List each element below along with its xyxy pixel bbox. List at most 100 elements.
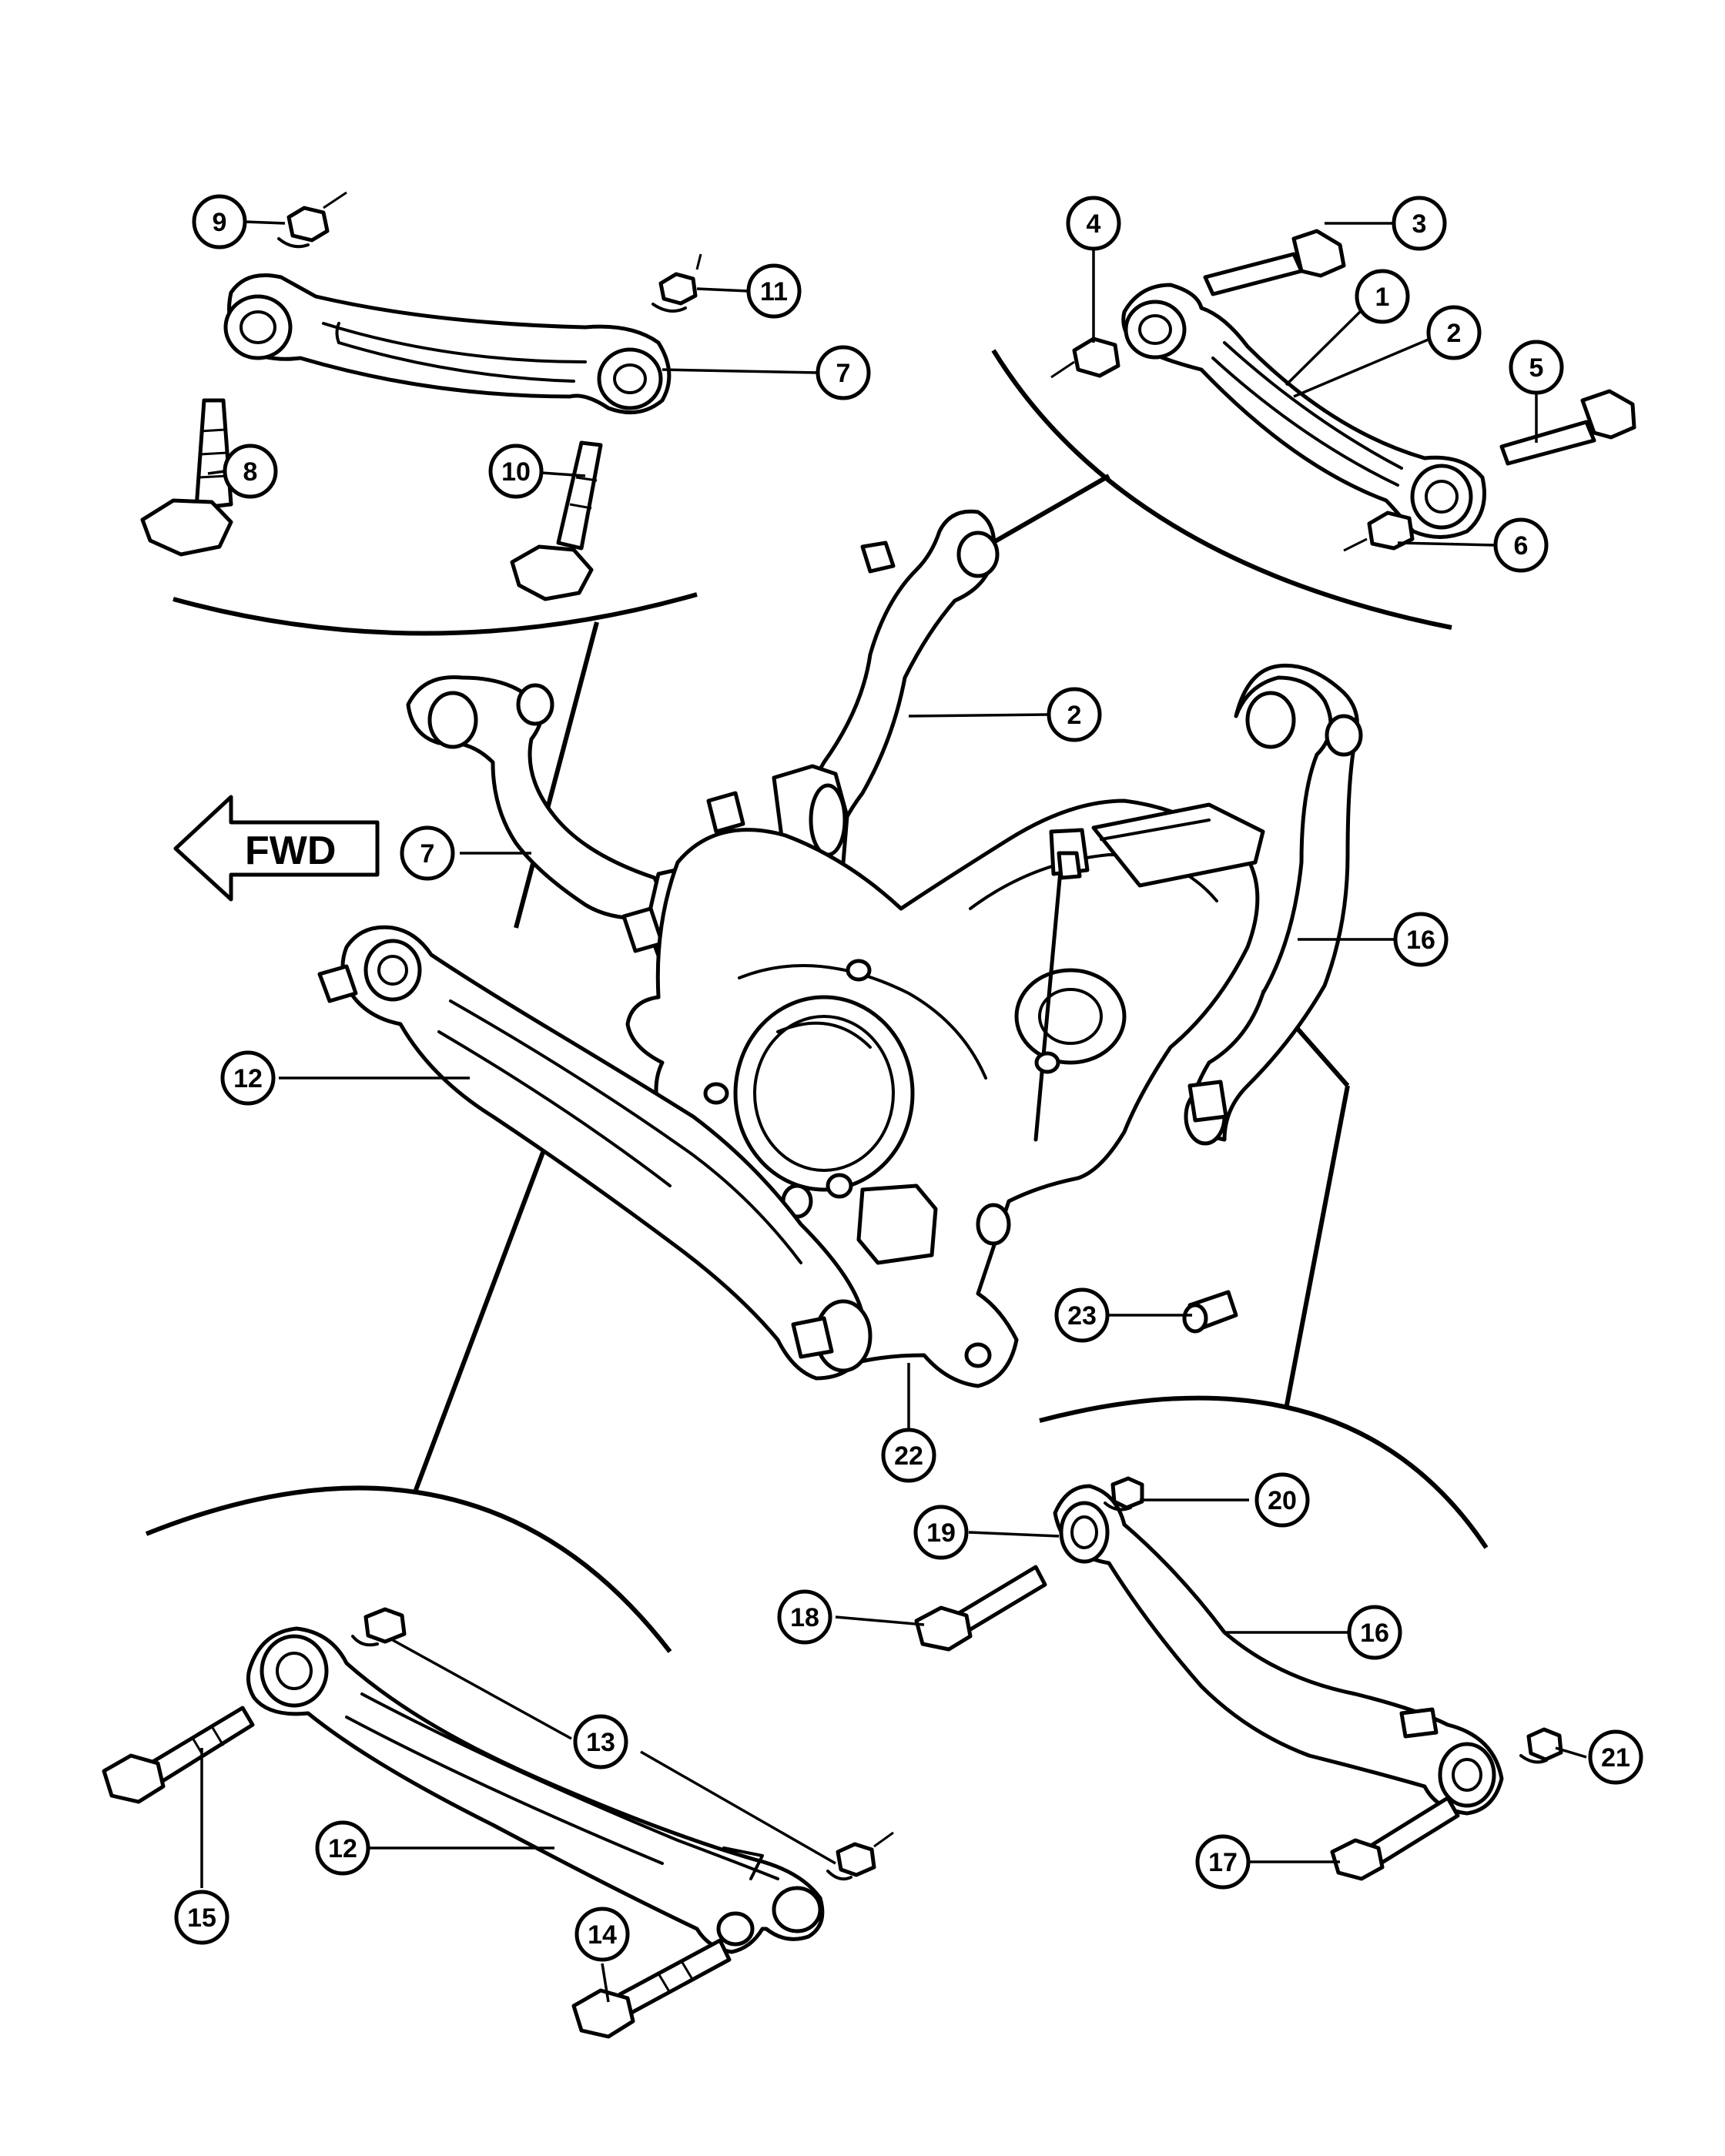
svg-text:2: 2 bbox=[1067, 701, 1082, 730]
callout-9: 9 bbox=[192, 194, 247, 249]
upper-arm-detail-top-left bbox=[223, 273, 672, 415]
leader-9 bbox=[244, 220, 286, 225]
svg-text:17: 17 bbox=[1208, 1848, 1238, 1877]
callout-12-mid: 12 bbox=[220, 1050, 276, 1106]
callout-7-mid: 7 bbox=[400, 825, 455, 881]
bolt-5 bbox=[1499, 389, 1636, 466]
fwd-label: FWD bbox=[245, 829, 336, 873]
detail-arc-top-left bbox=[172, 592, 698, 636]
svg-text:3: 3 bbox=[1412, 209, 1427, 239]
connector-right-upper bbox=[984, 474, 1110, 549]
svg-text:1: 1 bbox=[1375, 283, 1390, 312]
leader-19 bbox=[968, 1531, 1060, 1538]
callout-16-mid: 16 bbox=[1393, 912, 1449, 967]
upper-arm-detail-top-right bbox=[1121, 283, 1486, 539]
connector-left-upper bbox=[514, 621, 599, 929]
callout-6: 6 bbox=[1493, 517, 1549, 573]
svg-text:23: 23 bbox=[1067, 1301, 1097, 1331]
nut-9 bbox=[277, 191, 347, 249]
leader-1 bbox=[1285, 309, 1363, 387]
callout-10: 10 bbox=[488, 444, 544, 499]
svg-text:7: 7 bbox=[420, 839, 435, 869]
svg-text:22: 22 bbox=[894, 1441, 923, 1471]
detail-arc-bottom-left bbox=[145, 1485, 672, 1653]
spring-pin-23 bbox=[1182, 1290, 1238, 1334]
callout-4: 4 bbox=[1066, 196, 1121, 251]
callout-17: 17 bbox=[1195, 1834, 1251, 1890]
svg-text:21: 21 bbox=[1601, 1743, 1630, 1773]
callout-23: 23 bbox=[1054, 1287, 1110, 1343]
nut-6 bbox=[1343, 511, 1415, 552]
bolt-14 bbox=[571, 1938, 732, 2039]
callout-5: 5 bbox=[1509, 340, 1564, 395]
leader-14 bbox=[601, 1963, 610, 2003]
callout-15: 15 bbox=[174, 1890, 229, 1945]
detail-arc-bottom-right bbox=[1039, 1395, 1489, 1549]
nut-11 bbox=[651, 253, 702, 313]
svg-text:12: 12 bbox=[328, 1834, 357, 1863]
svg-text:4: 4 bbox=[1087, 209, 1101, 239]
callout-16-bottom: 16 bbox=[1347, 1605, 1402, 1660]
svg-text:5: 5 bbox=[1529, 353, 1544, 383]
washer-20 bbox=[1104, 1476, 1144, 1512]
connector-left-lower bbox=[414, 1130, 553, 1491]
leader-18 bbox=[835, 1615, 925, 1626]
svg-text:15: 15 bbox=[187, 1903, 216, 1933]
fwd-arrow: FWD bbox=[173, 795, 380, 902]
bolt-15 bbox=[102, 1706, 255, 1804]
washer-13-top bbox=[351, 1607, 407, 1647]
svg-text:2: 2 bbox=[1447, 319, 1462, 348]
callout-2-top: 2 bbox=[1426, 305, 1482, 360]
leader-13-bottom bbox=[640, 1750, 836, 1865]
svg-text:12: 12 bbox=[233, 1064, 263, 1093]
svg-text:16: 16 bbox=[1360, 1619, 1389, 1648]
leader-21 bbox=[1555, 1746, 1587, 1759]
callout-20: 20 bbox=[1254, 1472, 1310, 1528]
callout-1: 1 bbox=[1355, 269, 1410, 324]
svg-text:9: 9 bbox=[213, 208, 227, 237]
leader-11 bbox=[696, 287, 749, 293]
svg-text:13: 13 bbox=[586, 1728, 615, 1757]
svg-text:14: 14 bbox=[588, 1920, 617, 1950]
nut-4 bbox=[1050, 336, 1120, 379]
leader-6 bbox=[1397, 541, 1496, 547]
detail-arc-top-right bbox=[991, 349, 1452, 630]
connector-right-lower-b bbox=[1284, 1085, 1350, 1410]
leader-13-top bbox=[392, 1639, 572, 1740]
callout-8: 8 bbox=[223, 444, 278, 499]
callout-11: 11 bbox=[746, 263, 802, 319]
callout-19: 19 bbox=[913, 1505, 969, 1560]
callout-3: 3 bbox=[1392, 196, 1447, 251]
svg-text:16: 16 bbox=[1406, 926, 1435, 955]
callout-14: 14 bbox=[574, 1907, 630, 1962]
callout-18: 18 bbox=[777, 1589, 832, 1645]
bolt-10 bbox=[510, 440, 603, 601]
callout-22: 22 bbox=[881, 1428, 936, 1483]
bolt-8 bbox=[140, 398, 233, 557]
svg-text:18: 18 bbox=[790, 1603, 819, 1632]
callout-7-top: 7 bbox=[816, 345, 871, 400]
svg-text:19: 19 bbox=[926, 1518, 956, 1548]
leader-8 bbox=[207, 470, 226, 475]
callout-2-mid: 2 bbox=[1047, 687, 1102, 742]
svg-text:10: 10 bbox=[501, 457, 531, 487]
bolt-3 bbox=[1203, 229, 1346, 296]
upper-arm-detail-bottom-right bbox=[1053, 1484, 1504, 1816]
svg-text:7: 7 bbox=[836, 359, 851, 388]
svg-text:20: 20 bbox=[1268, 1486, 1297, 1515]
svg-text:6: 6 bbox=[1514, 531, 1529, 561]
bolt-18 bbox=[914, 1565, 1047, 1652]
leader-2a bbox=[1293, 337, 1431, 398]
callout-13: 13 bbox=[573, 1714, 628, 1769]
svg-text:11: 11 bbox=[760, 277, 788, 306]
leader-7a bbox=[662, 368, 819, 374]
central-assembly bbox=[317, 509, 1363, 1388]
bolt-17 bbox=[1330, 1796, 1460, 1881]
callout-21: 21 bbox=[1588, 1729, 1643, 1785]
lower-arm-detail-bottom-left bbox=[246, 1626, 825, 1954]
leader-2b bbox=[908, 713, 1050, 718]
nut-13-bottom bbox=[826, 1831, 894, 1881]
svg-text:8: 8 bbox=[243, 457, 258, 487]
leader-10 bbox=[541, 471, 586, 477]
